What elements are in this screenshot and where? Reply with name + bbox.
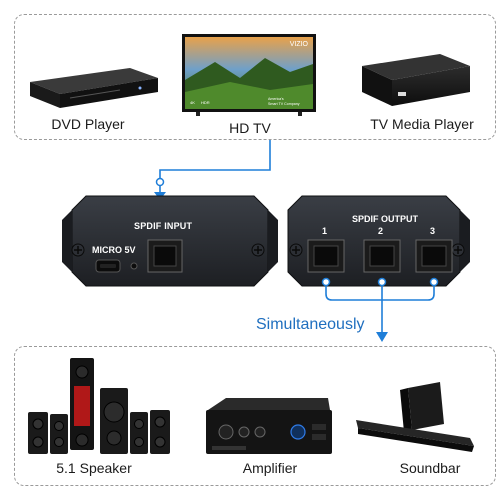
soundbar-label: Soundbar <box>399 460 461 476</box>
micro-5v-label: MICRO 5V <box>92 245 136 255</box>
spdif-input-module <box>62 195 278 287</box>
spdif-input-title: SPDIF INPUT <box>134 221 193 231</box>
output-port-number-3: 3 <box>430 226 436 236</box>
output-bracket-lines <box>321 277 439 342</box>
output-port-number-1: 1 <box>322 226 328 236</box>
dvd-player-label: DVD Player <box>51 116 125 132</box>
tv-tagline-2: Smart TV Company <box>268 102 300 106</box>
amplifier-image <box>206 398 332 454</box>
speaker-label: 5.1 Speaker <box>56 460 132 476</box>
soundbar-image <box>356 382 474 452</box>
output-devices-panel <box>14 346 496 486</box>
amplifier-label: Amplifier <box>242 460 298 476</box>
output-port-number-2: 2 <box>378 226 384 236</box>
tv-tagline-1: America's <box>268 97 284 101</box>
tv-4k-badge: 4K <box>190 100 195 105</box>
speaker-system-image <box>28 358 170 454</box>
tv-to-input-line <box>159 140 271 196</box>
spdif-output-module <box>287 195 470 287</box>
dvd-player-image <box>30 68 158 108</box>
spdif-output-title: SPDIF OUTPUT <box>352 214 419 224</box>
simultaneously-label: Simultaneously <box>256 316 365 333</box>
input-connection-dot <box>155 177 165 187</box>
hd-tv-image: VIZIO 4K HDR America's Smart TV Company <box>182 34 316 116</box>
source-devices-panel <box>14 14 496 140</box>
tv-hdr-badge: HDR <box>201 100 210 105</box>
tv-media-player-label: TV Media Player <box>370 116 474 132</box>
tv-brand-text: VIZIO <box>290 41 309 48</box>
hd-tv-label: HD TV <box>229 120 271 136</box>
tv-media-player-image <box>362 54 470 106</box>
